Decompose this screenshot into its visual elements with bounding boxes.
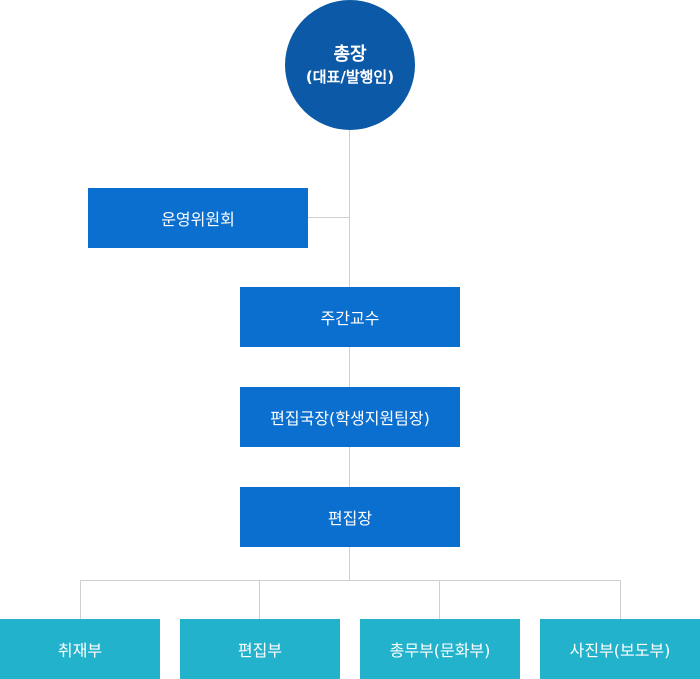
connector-main-vertical — [349, 130, 350, 581]
department-reporting: 취재부 — [0, 619, 160, 679]
president-subtitle: (대표/발행인) — [305, 68, 395, 86]
connector-departments-horizontal — [80, 580, 621, 581]
president-title: 총장 — [333, 44, 367, 65]
connector-dept-2 — [259, 580, 260, 620]
professor-node: 주간교수 — [240, 287, 460, 347]
department-photo: 사진부(보도부) — [540, 619, 700, 679]
editor-node: 편집장 — [240, 487, 460, 547]
connector-dept-1 — [80, 580, 81, 620]
department-editing: 편집부 — [180, 619, 340, 679]
connector-committee — [308, 217, 349, 218]
committee-node: 운영위원회 — [88, 188, 308, 248]
president-node: 총장 (대표/발행인) — [285, 0, 415, 130]
connector-dept-3 — [439, 580, 440, 620]
department-general-affairs: 총무부(문화부) — [360, 619, 520, 679]
connector-dept-4 — [620, 580, 621, 620]
chief-editor-node: 편집국장(학생지원팀장) — [240, 387, 460, 447]
